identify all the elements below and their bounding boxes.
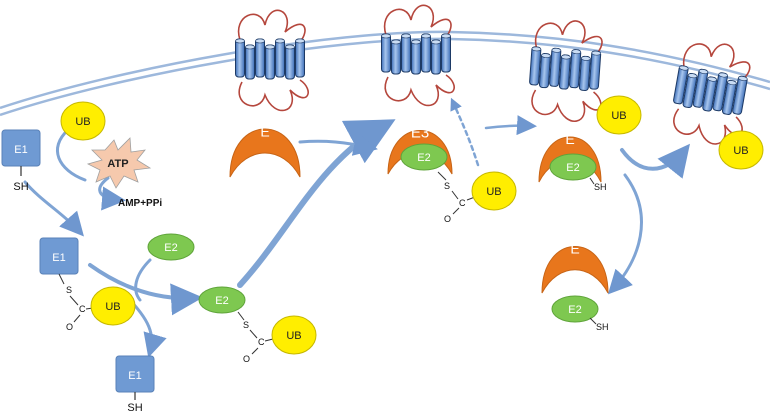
arrow-ub-to-e1 [56,128,87,182]
ub-label: UB [486,186,501,198]
helix [401,33,411,73]
ub-group: UB UB UB UB UB UB [60,95,764,355]
helix [411,39,421,75]
helix [275,38,285,78]
e3-thioester: S C O [437,171,476,224]
e2-oval: E2 [147,233,195,261]
o-label: O [444,214,451,224]
e-label: E [565,131,574,147]
e2-oval: E2 [198,286,246,314]
helix [558,54,571,90]
s-label: S [66,285,72,295]
receptor [381,4,455,107]
ub-label: UB [105,301,120,313]
helix [265,44,275,80]
e2-oval: E2 [549,153,597,181]
arrow-e2-to-e1ub [134,258,152,302]
sh-label: SH [594,182,607,192]
e-label: E [570,241,579,257]
arrow-e1ub-to-e2ub [88,263,203,316]
ub-oval: UB [60,101,106,141]
atp-label: ATP [107,158,128,170]
e2-label: E2 [215,295,228,307]
arrows [23,97,691,358]
receptor [673,43,751,145]
ub-oval: UB [596,95,642,135]
amp-ppi-label: AMP+PPi [118,198,162,209]
arrow-e3-to-receptor [484,115,537,136]
e1-bottom: E1 SH [115,355,155,414]
e2-label: E2 [417,152,430,164]
arrow-release [607,173,643,295]
arrow-ub-dashed [450,97,480,167]
s-label: S [243,320,249,330]
atp-star: ATP [86,137,152,189]
receptor-group [235,4,751,145]
e1-label: E1 [52,252,65,264]
ub-label: UB [75,116,90,128]
helix [421,33,431,73]
helix [391,39,401,75]
helix [538,53,551,89]
helix [295,38,305,78]
e-ligase: E [541,241,609,294]
c-label: C [79,304,86,314]
helix [441,33,451,73]
e-label: E3 [411,124,429,141]
arrow-e-to-e3 [298,132,378,156]
sh-label: SH [13,181,28,193]
e-label: E [260,123,269,139]
s-label: S [444,181,450,191]
arrow-atp-to-amp [98,176,126,211]
ub-oval: UB [90,286,136,326]
ub-oval: UB [718,130,764,170]
e2-label: E2 [164,242,177,254]
ub-oval: UB [271,315,317,355]
ub-label: UB [611,110,626,122]
e2-oval: E2 [400,143,448,171]
sh-label: SH [127,402,142,413]
helix [255,38,265,78]
helix [588,50,602,90]
e2-ub-center: S C O [237,311,274,364]
e2-label: E2 [568,304,581,316]
e2-oval: E2 [551,295,599,323]
helix [381,33,391,73]
helix [578,55,591,91]
helix [235,38,245,78]
e1-label: E1 [128,370,141,382]
e2-label: E2 [566,162,579,174]
e1-middle: E1 S C O [39,237,94,332]
o-label: O [66,322,73,332]
e-ligase: E [229,123,301,178]
ub-label: UB [733,145,748,157]
arrow-e1-to-e1ub [23,180,84,237]
ub-oval: UB [471,171,517,211]
helix [431,39,441,75]
o-label: O [243,354,250,364]
sh-label: SH [596,322,609,332]
e1-top: E1 SH [1,129,41,193]
arrow-to-next-receptor [620,143,691,179]
ub-label: UB [286,330,301,342]
e1-label: E1 [14,144,27,156]
helix [245,44,255,80]
helix [285,44,295,80]
receptor [235,9,309,112]
c-label: C [459,198,466,208]
c-label: C [258,337,265,347]
receptor [529,20,603,123]
